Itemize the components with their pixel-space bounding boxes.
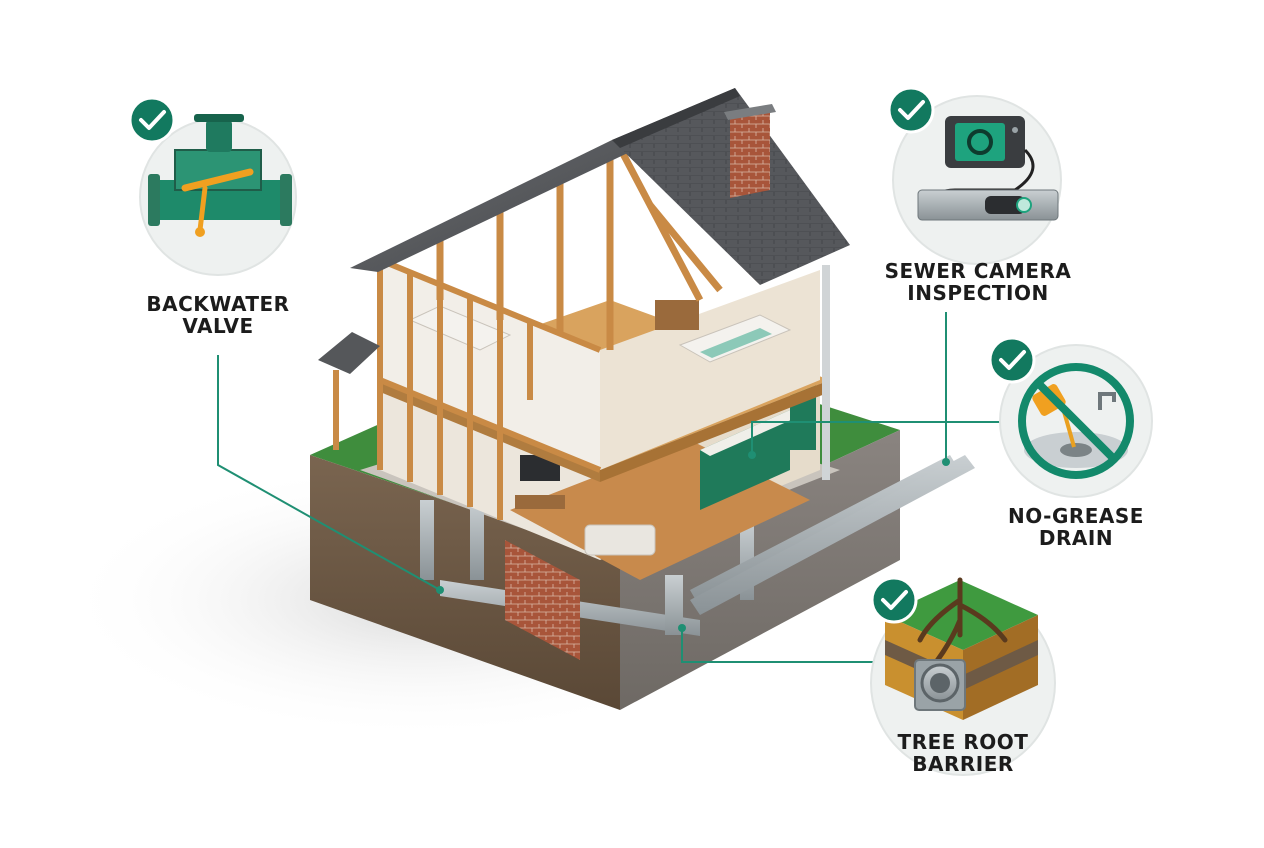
callout-no-grease-drain <box>988 336 1153 498</box>
dot-tree-root <box>678 624 686 632</box>
label-no-grease-drain: NO-GREASE DRAIN <box>986 505 1166 549</box>
check-icon <box>999 350 1026 370</box>
dot-backwater-valve <box>436 586 444 594</box>
leader-backwater-valve <box>217 355 441 591</box>
check-badge-tree-root <box>870 576 918 624</box>
chimney <box>730 110 770 198</box>
leader-dots <box>436 451 950 632</box>
check-icon <box>898 100 925 120</box>
check-badge-sewer-camera <box>887 86 935 134</box>
label-line: DRAIN <box>1038 526 1114 550</box>
porch-roof <box>318 332 380 374</box>
label-backwater-valve: BACKWATER VALVE <box>128 293 308 337</box>
brick-wall <box>505 540 580 660</box>
label-line: TREE ROOT <box>897 730 1029 754</box>
callout-backwater-valve <box>128 96 297 276</box>
bunk-bed <box>408 305 512 351</box>
dresser <box>655 300 699 330</box>
label-line: VALVE <box>182 314 254 338</box>
backwater-valve-icon <box>148 114 292 237</box>
label-line: BACKWATER <box>146 292 290 316</box>
label-line: INSPECTION <box>907 281 1049 305</box>
check-badge-no-grease <box>988 336 1036 384</box>
chimney-cap <box>724 104 776 120</box>
roof-left-plane <box>350 140 634 272</box>
second-floor-edge-right <box>600 380 830 482</box>
label-tree-root-barrier: TREE ROOT BARRIER <box>873 731 1053 775</box>
callout-tree-root-barrier <box>870 576 1056 776</box>
roof-ridge <box>612 88 740 148</box>
no-grease-icon <box>1018 363 1134 479</box>
check-icon <box>881 590 908 610</box>
label-line: NO-GREASE <box>1008 504 1144 528</box>
leader-tree-root <box>681 628 908 663</box>
tree-root-icon <box>885 577 1038 720</box>
tv-stand <box>515 495 565 509</box>
dot-no-grease <box>748 451 756 459</box>
kitchen-cabinets <box>700 410 790 510</box>
check-badge-backwater <box>128 96 176 144</box>
soil-left-face <box>310 455 620 710</box>
sofa <box>584 524 656 556</box>
leader-no-grease <box>751 421 1000 455</box>
label-line: SEWER CAMERA <box>884 259 1072 283</box>
porch-post <box>333 370 339 450</box>
downspout <box>822 265 830 480</box>
wall-framing <box>377 257 602 520</box>
check-icon <box>139 110 166 130</box>
leader-lines <box>217 312 1000 663</box>
callout-sewer-camera-inspection <box>887 86 1062 265</box>
sewer-main-pipe <box>690 455 975 615</box>
dot-sewer-camera <box>942 458 950 466</box>
bed-blanket <box>700 328 772 358</box>
label-sewer-camera-inspection: SEWER CAMERA INSPECTION <box>868 260 1088 304</box>
label-line: BARRIER <box>912 752 1014 776</box>
sewer-camera-icon <box>917 116 1059 221</box>
